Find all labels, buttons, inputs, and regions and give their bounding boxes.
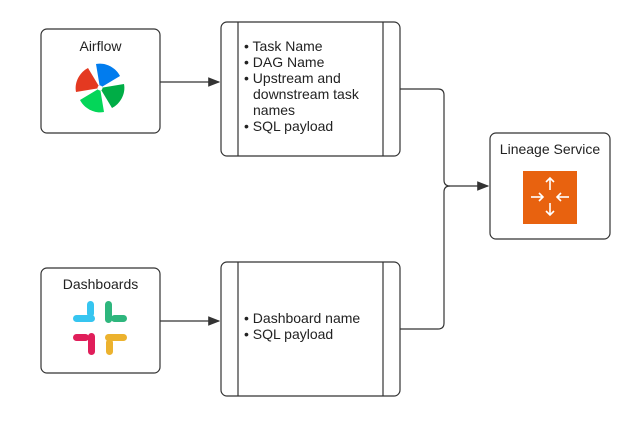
- dashboards-title: Dashboards: [63, 276, 139, 292]
- task-payload-node[interactable]: • Task Name • DAG Name • Upstream and do…: [220, 21, 401, 157]
- dashboard-payload-item: • Dashboard name: [244, 310, 360, 326]
- task-payload-item: • SQL payload: [244, 118, 333, 134]
- connectors: [160, 77, 490, 330]
- task-payload-item-continued: downstream task: [253, 86, 360, 102]
- airflow-title: Airflow: [79, 38, 122, 54]
- slack-logo-icon: [73, 301, 127, 355]
- dashboards-node[interactable]: Dashboards: [40, 267, 161, 374]
- task-to-lineage-connector: [400, 88, 490, 191]
- task-payload-item: • Task Name: [244, 38, 323, 54]
- airflow-pinwheel-icon: [75, 63, 125, 113]
- task-payload-item-continued: names: [253, 102, 295, 118]
- lineage-service-node[interactable]: Lineage Service: [489, 132, 611, 240]
- task-payload-item: • Upstream and: [244, 70, 341, 86]
- dashboard-payload-node[interactable]: • Dashboard name • SQL payload: [220, 261, 401, 397]
- dashboard-to-lineage-connector: [400, 185, 451, 330]
- airflow-node[interactable]: Airflow: [40, 28, 161, 134]
- arrows-converge-icon: [523, 171, 577, 224]
- task-payload-item: • DAG Name: [244, 54, 325, 70]
- lineage-service-title: Lineage Service: [500, 141, 601, 157]
- dashboard-payload-item: • SQL payload: [244, 326, 333, 342]
